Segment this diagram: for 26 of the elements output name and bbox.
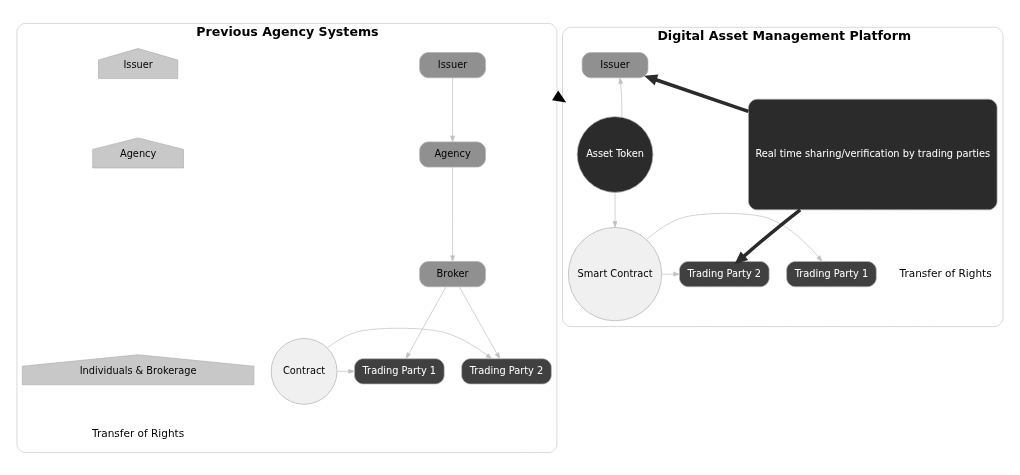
arrow <box>646 212 823 262</box>
node-box: Trading Party 1 <box>786 260 877 287</box>
node-box: Issuer <box>419 51 486 78</box>
arrow <box>644 74 749 113</box>
arrow <box>612 191 618 227</box>
node-box: Trading Party 1 <box>354 357 445 384</box>
arrow <box>450 166 455 262</box>
arrow <box>327 327 492 359</box>
label: Transfer of Rights <box>92 426 185 439</box>
node-box: Real time sharing/verification by trading parties <box>748 98 998 210</box>
node-box: Agency <box>419 141 486 167</box>
arrow <box>458 285 501 359</box>
node-circle: Asset Token <box>576 115 654 193</box>
node-box: Broker <box>419 260 486 287</box>
arrow <box>734 208 802 264</box>
node-circle: Contract <box>270 337 338 405</box>
label: Transfer of Rights <box>899 266 992 279</box>
arrow <box>618 77 623 117</box>
arrow <box>661 271 680 276</box>
node-circle: Smart Contract <box>568 226 663 321</box>
node-box: Issuer <box>581 51 649 78</box>
arrow <box>405 285 447 359</box>
arrow <box>336 368 355 374</box>
node-box: Trading Party 2 <box>461 357 552 384</box>
arrow <box>450 77 455 142</box>
node-box: Trading Party 2 <box>679 260 770 287</box>
